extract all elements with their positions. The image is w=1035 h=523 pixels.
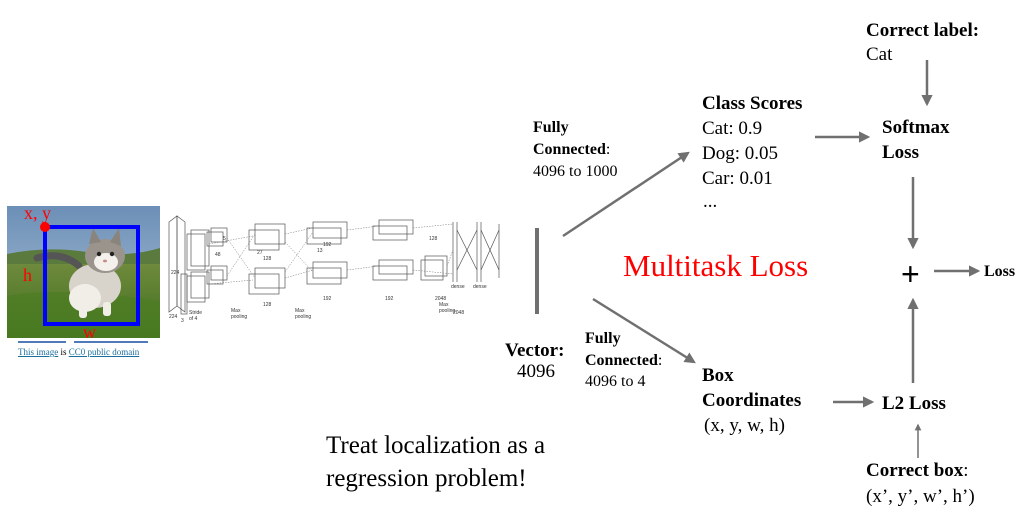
net-label-maxpool1: Max <box>231 308 241 314</box>
label-w: w <box>83 322 96 342</box>
class-score-ellipsis: ... <box>703 191 718 212</box>
fc-top-line2: Connected: <box>533 141 611 158</box>
class-scores-title: Class Scores <box>702 93 803 114</box>
net-label-192c: 192 <box>385 296 394 302</box>
net-label-dense2: dense <box>473 284 487 290</box>
net-label-48: 48 <box>215 252 221 258</box>
total-loss-label: Loss <box>984 263 1016 280</box>
net-label-5: 5 <box>223 236 226 242</box>
net-label-13: 13 <box>317 248 323 254</box>
net-label-stride2: of 4 <box>189 316 198 322</box>
softmax-line1: Softmax <box>882 117 950 138</box>
net-label-128c: 128 <box>429 236 438 242</box>
class-score-item: Cat: 0.9 <box>702 118 763 139</box>
l2-loss-label: L2 Loss <box>882 393 946 414</box>
fc-bottom-desc: 4096 to 4 <box>585 373 646 390</box>
net-label-224b: 224 <box>171 270 180 276</box>
vector-title: Vector: <box>505 340 565 361</box>
net-label-pooling2: pooling <box>295 314 311 320</box>
label-h: h <box>23 265 32 285</box>
net-label-128b: 128 <box>263 256 272 262</box>
arrow-to-box-coordinates <box>592 297 696 364</box>
net-label-stride: Stride <box>189 310 202 316</box>
arrow-to-class-scores <box>562 151 690 238</box>
regression-line2: regression problem! <box>326 465 527 492</box>
correct-label-title: Correct label: <box>866 20 980 41</box>
multitask-loss-label: Multitask Loss <box>623 248 809 283</box>
net-label-2048a: 2048 <box>435 296 446 302</box>
cat-photo <box>7 206 160 338</box>
net-label-3: 3 <box>181 318 184 324</box>
net-label-192b: 192 <box>323 242 332 248</box>
credit-link-image[interactable]: This image <box>18 347 59 357</box>
box-coords-value: (x, y, w, h) <box>704 415 785 436</box>
label-xy: x, y <box>24 203 51 223</box>
net-label-pooling1: pooling <box>231 314 247 320</box>
net-label-192a: 192 <box>323 296 332 302</box>
cnn-architecture-diagram: 224 224 3 Stride of 4 48 5 Max pooling 2… <box>168 215 500 324</box>
net-label-27: 27 <box>257 250 263 256</box>
net-label-dense1: dense <box>451 284 465 290</box>
softmax-line2: Loss <box>882 142 919 163</box>
photo-underline <box>18 341 148 343</box>
net-label-224a: 224 <box>169 314 178 320</box>
net-label-maxpool3: Max <box>439 302 449 308</box>
regression-line1: Treat localization as a <box>326 432 546 459</box>
net-label-maxpool2: Max <box>295 308 305 314</box>
credit-is: is <box>58 347 69 357</box>
box-coords-line2: Coordinates <box>702 390 802 411</box>
fc-bottom-line2: Connected: <box>585 352 663 369</box>
plus-sign: + <box>901 256 920 292</box>
net-label-pooling3: pooling <box>439 308 455 314</box>
class-score-item: Car: 0.01 <box>702 168 773 189</box>
credit-link-license[interactable]: CC0 public domain <box>68 347 140 357</box>
image-credit: This image is CC0 public domain <box>18 346 139 358</box>
fc-top-desc: 4096 to 1000 <box>533 163 618 180</box>
class-score-item: Dog: 0.05 <box>702 143 778 164</box>
correct-label-value: Cat <box>866 44 893 65</box>
box-coords-line1: Box <box>702 365 734 386</box>
net-label-128a: 128 <box>263 302 272 308</box>
fc-top-line1: Fully <box>533 119 569 136</box>
vector-value: 4096 <box>517 361 555 382</box>
net-label-2048b: 2048 <box>453 310 464 316</box>
fc-bottom-line1: Fully <box>585 330 621 347</box>
correct-box-title: Correct box: <box>866 460 969 481</box>
correct-box-value: (x’, y’, w’, h’) <box>866 486 975 507</box>
